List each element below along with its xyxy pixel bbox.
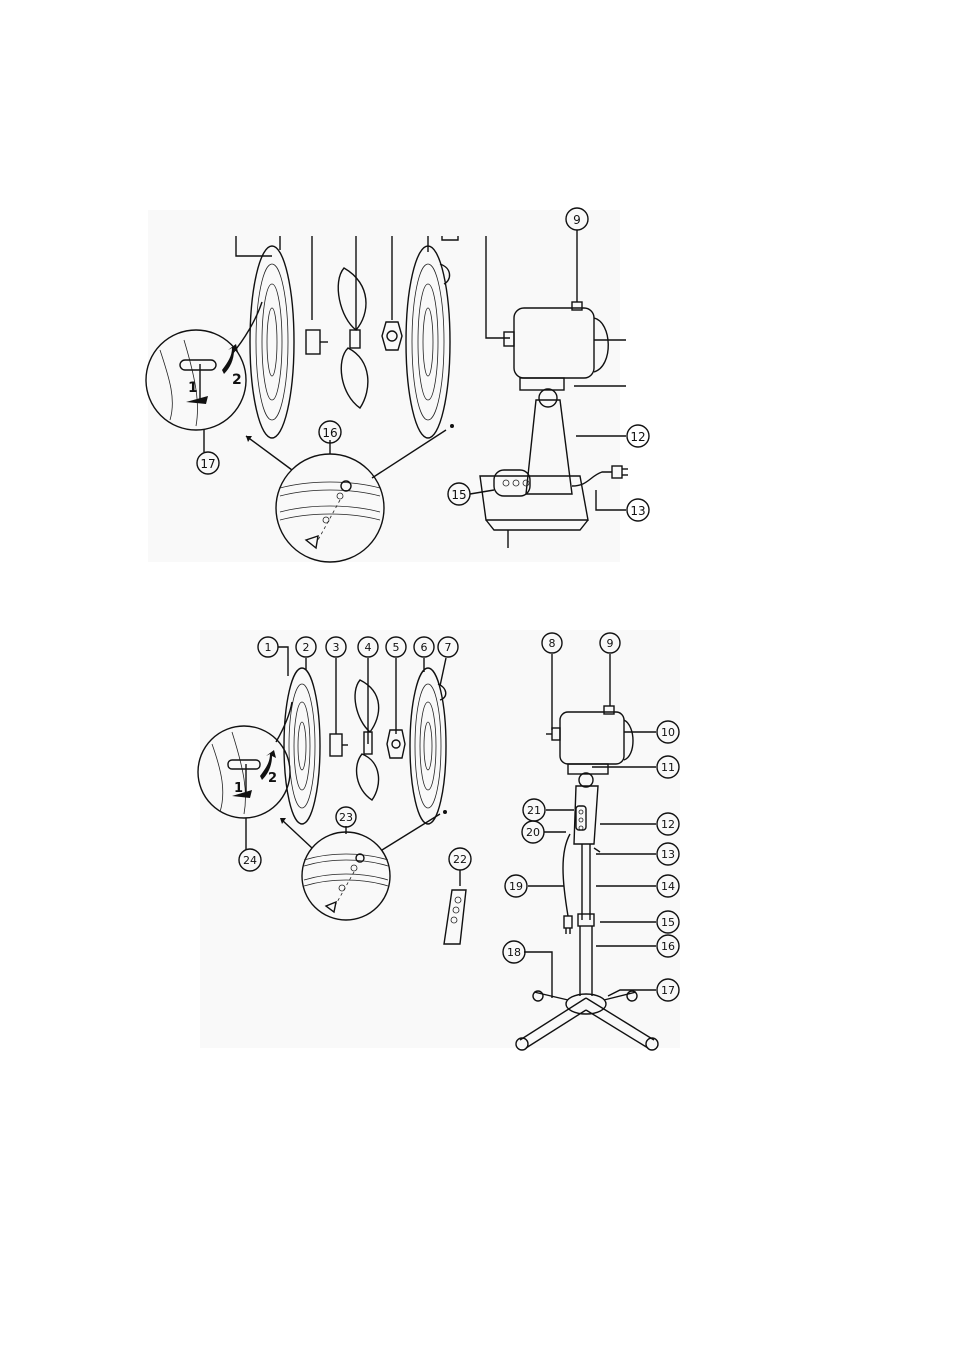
callout-b2-text: 2 [303,641,310,654]
callout-b24-text: 24 [243,854,257,867]
callout-12: 12 [627,425,649,447]
step-label-1: 1 [188,380,198,396]
callout-b4-text: 4 [365,641,372,654]
callout-b23-text: 23 [339,811,353,824]
callout-b10-text: 10 [661,726,675,739]
callout-b11-text: 11 [661,761,675,774]
callout-13: 13 [627,499,649,521]
callout-15-text: 15 [451,488,466,502]
callout-b21-text: 21 [527,804,541,817]
callout-b5-text: 5 [393,641,400,654]
callout-17-text: 17 [200,457,215,471]
callout-13-text: 13 [630,504,645,518]
callout-b20-text: 20 [526,826,540,839]
callout-b9-text: 9 [607,637,614,650]
callout-16-text: 16 [322,426,337,440]
bottom-diagram: 1 2 [198,630,680,1050]
callout-12-text: 12 [630,430,645,444]
callout-b22-text: 22 [453,853,467,866]
callout-b7-text: 7 [445,641,452,654]
callout-b18-text: 18 [507,946,521,959]
callout-b14-text: 14 [661,880,675,893]
step-label-2b: 2 [268,771,277,786]
callout-9-text: 9 [573,213,581,227]
callout-b8-text: 8 [549,637,556,650]
callout-b6-text: 6 [421,641,428,654]
step-label-2: 2 [232,372,242,388]
callout-b12-text: 12 [661,818,675,831]
callout-b19-text: 19 [509,880,523,893]
callout-b17-text: 17 [661,984,675,997]
callout-b3-text: 3 [333,641,340,654]
callout-b1-text: 1 [265,641,272,654]
callout-b16-text: 16 [661,940,675,953]
callout-b13-text: 13 [661,848,675,861]
step-label-1b: 1 [234,781,243,796]
callout-b15-text: 15 [661,916,675,929]
top-diagram: 1 2 [146,208,649,562]
